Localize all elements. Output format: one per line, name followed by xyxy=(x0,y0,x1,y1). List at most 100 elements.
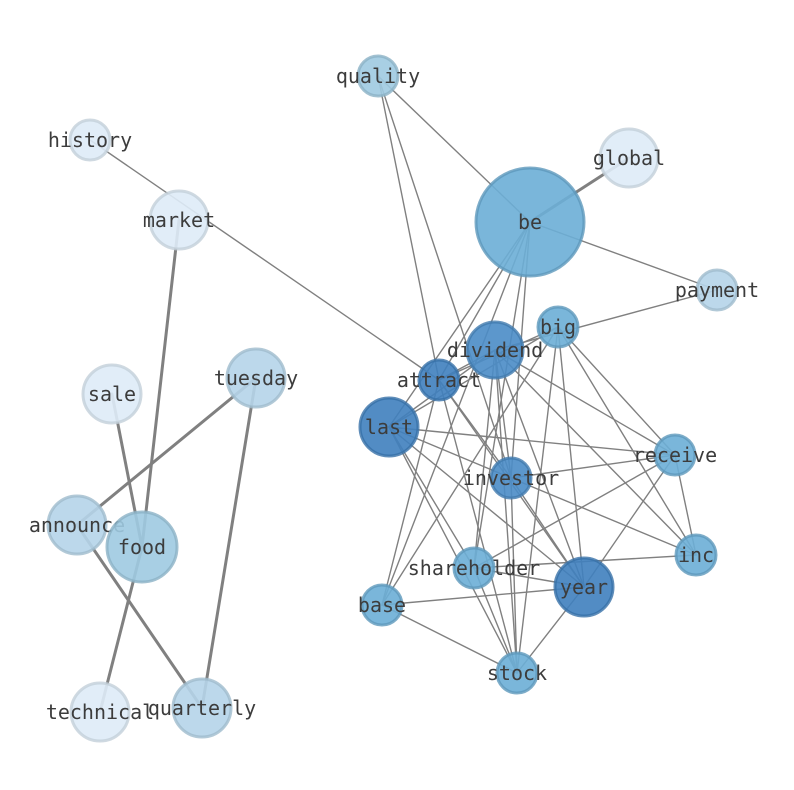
node-label-investor: investor xyxy=(463,466,559,490)
node-circle-receive[interactable] xyxy=(653,433,697,477)
node-circle-shareholder[interactable] xyxy=(452,546,496,590)
edge-last-receive xyxy=(388,426,676,456)
edge-tuesday-announce xyxy=(75,376,258,527)
edge-last-year xyxy=(388,426,585,588)
node-circle-announce[interactable] xyxy=(46,494,108,556)
node-payment[interactable]: payment xyxy=(675,268,759,312)
node-announce[interactable]: announce xyxy=(29,494,125,556)
edge-attract-stock xyxy=(438,379,518,674)
node-circle-year[interactable] xyxy=(553,556,615,618)
node-label-attract: attract xyxy=(397,368,481,392)
node-label-food: food xyxy=(118,535,166,559)
node-circle-quarterly[interactable] xyxy=(171,677,233,739)
edge-big-year xyxy=(557,326,585,588)
edge-be-shareholder xyxy=(473,221,531,569)
edge-investor-inc xyxy=(510,477,697,556)
node-circle-market[interactable] xyxy=(148,189,210,251)
node-label-sale: sale xyxy=(88,382,136,406)
node-label-quality: quality xyxy=(336,64,420,88)
node-receive[interactable]: receive xyxy=(633,433,717,477)
node-market[interactable]: market xyxy=(143,189,215,251)
node-label-dividend: dividend xyxy=(447,338,543,362)
node-label-year: year xyxy=(560,575,608,599)
node-inc[interactable]: inc xyxy=(674,533,718,577)
node-label-tuesday: tuesday xyxy=(214,366,298,390)
node-label-market: market xyxy=(143,208,215,232)
node-quality[interactable]: quality xyxy=(336,54,420,98)
edge-base-stock xyxy=(381,604,518,674)
node-circle-sale[interactable] xyxy=(81,363,143,425)
node-label-be: be xyxy=(518,210,542,234)
node-circle-quality[interactable] xyxy=(356,54,400,98)
edge-dividend-inc xyxy=(494,349,697,556)
edge-be-base xyxy=(381,221,531,606)
node-circle-investor[interactable] xyxy=(489,456,533,500)
node-label-stock: stock xyxy=(487,661,547,685)
node-dividend[interactable]: dividend xyxy=(447,320,543,380)
edge-base-year xyxy=(381,586,585,606)
node-circle-dividend[interactable] xyxy=(465,320,525,380)
edge-last-stock xyxy=(388,426,518,674)
edge-market-food xyxy=(140,218,181,549)
edge-big-inc xyxy=(557,326,697,556)
node-circle-global[interactable] xyxy=(598,127,660,189)
node-investor[interactable]: investor xyxy=(463,456,559,500)
node-label-history: history xyxy=(48,128,132,152)
edge-payment-dividend xyxy=(494,289,718,351)
node-year[interactable]: year xyxy=(553,556,615,618)
edge-receive-shareholder xyxy=(473,454,676,569)
node-stock[interactable]: stock xyxy=(487,651,547,695)
edge-tuesday-quarterly xyxy=(200,376,258,710)
edge-big-receive xyxy=(557,326,676,456)
node-label-receive: receive xyxy=(633,443,717,467)
node-shareholder[interactable]: shareholder xyxy=(408,546,540,590)
node-circle-food[interactable] xyxy=(105,510,179,584)
node-sale[interactable]: sale xyxy=(81,363,143,425)
node-circle-be[interactable] xyxy=(474,166,586,278)
node-quarterly[interactable]: quarterly xyxy=(148,677,256,739)
node-circle-inc[interactable] xyxy=(674,533,718,577)
edge-big-base xyxy=(381,326,559,606)
node-technical[interactable]: technical xyxy=(46,681,154,743)
node-label-technical: technical xyxy=(46,700,154,724)
edge-dividend-shareholder xyxy=(473,349,496,569)
node-circle-history[interactable] xyxy=(68,118,112,162)
node-big[interactable]: big xyxy=(536,305,580,349)
node-label-payment: payment xyxy=(675,278,759,302)
edge-investor-receive xyxy=(510,454,676,479)
edge-dividend-receive xyxy=(494,349,676,456)
edge-announce-quarterly xyxy=(75,523,204,710)
edge-quality-attract xyxy=(377,75,440,381)
node-attract[interactable]: attract xyxy=(397,358,481,402)
node-label-quarterly: quarterly xyxy=(148,696,256,720)
node-circle-payment[interactable] xyxy=(695,268,739,312)
edge-attract-base xyxy=(381,379,440,606)
node-circle-attract[interactable] xyxy=(417,358,461,402)
node-be[interactable]: be xyxy=(474,166,586,278)
node-circle-technical[interactable] xyxy=(69,681,131,743)
node-circle-tuesday[interactable] xyxy=(225,347,287,409)
edge-dividend-stock xyxy=(494,349,518,674)
node-label-global: global xyxy=(593,146,665,170)
node-circle-base[interactable] xyxy=(360,583,404,627)
node-label-big: big xyxy=(540,315,576,339)
edge-dividend-year xyxy=(494,349,585,588)
node-circle-big[interactable] xyxy=(536,305,580,349)
edge-big-last xyxy=(388,326,559,428)
node-tuesday[interactable]: tuesday xyxy=(214,347,298,409)
node-label-base: base xyxy=(358,593,406,617)
node-last[interactable]: last xyxy=(358,396,420,458)
node-label-shareholder: shareholder xyxy=(408,556,540,580)
node-layer: quality history global market be payment bigdi… xyxy=(29,54,759,743)
edge-history-attract xyxy=(89,139,440,381)
edge-big-stock xyxy=(516,326,559,674)
node-base[interactable]: base xyxy=(358,583,406,627)
node-label-last: last xyxy=(365,415,413,439)
node-label-inc: inc xyxy=(678,543,714,567)
node-food[interactable]: food xyxy=(105,510,179,584)
node-history[interactable]: history xyxy=(48,118,132,162)
node-circle-stock[interactable] xyxy=(495,651,539,695)
node-circle-last[interactable] xyxy=(358,396,420,458)
node-global[interactable]: global xyxy=(593,127,665,189)
